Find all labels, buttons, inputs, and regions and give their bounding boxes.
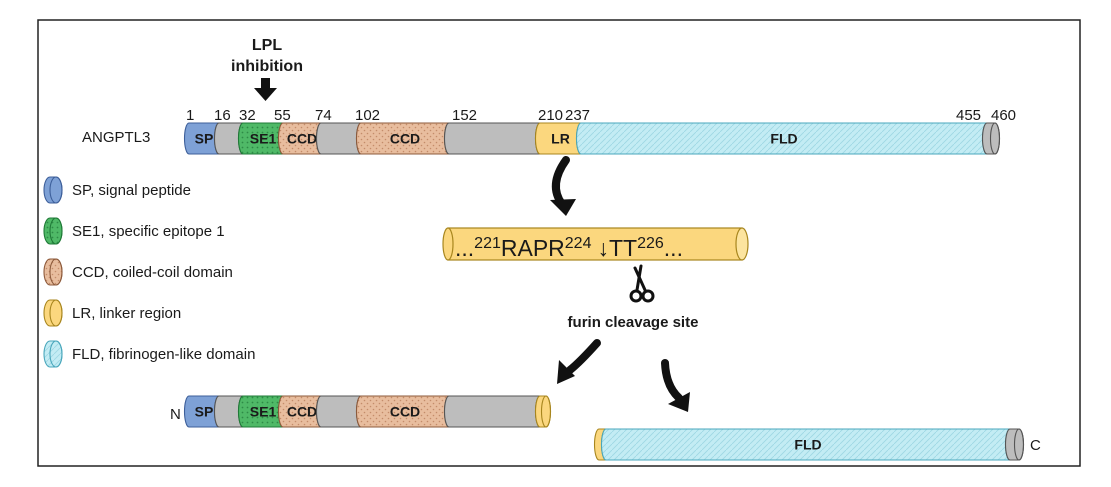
grey-segment xyxy=(443,395,546,428)
position-ticks: 1 16 32 55 74 102 152 210 237 455 460 xyxy=(186,107,1016,124)
fld-segment: FLD xyxy=(575,122,993,155)
curved-arrow-icon xyxy=(550,156,576,216)
n-terminus-label: N xyxy=(170,406,181,423)
position-label: 1 xyxy=(186,107,194,124)
n-terminal-fragment: SP SE1 CCD CCD xyxy=(183,395,552,428)
lr-label: LR xyxy=(551,131,570,147)
lr-segment: LR xyxy=(534,122,587,155)
annotation-line-2: inhibition xyxy=(231,58,303,75)
ccd-label: CCD xyxy=(390,404,420,420)
ccd-label: CCD xyxy=(287,404,317,420)
scissors-icon xyxy=(629,264,655,303)
lr-segment xyxy=(534,395,552,428)
legend-label: LR, linker region xyxy=(72,305,181,322)
sp-cylinder-icon xyxy=(43,176,63,204)
full-length-protein-bar: SP SE1 CCD CCD LR FLD xyxy=(183,122,1001,155)
grey-segment xyxy=(1004,428,1025,461)
se1-label: SE1 xyxy=(250,404,277,420)
annotation-line-1: LPL xyxy=(252,37,282,54)
legend-item-ccd: CCD, coiled-coil domain xyxy=(43,258,233,286)
furin-cleavage-label: furin cleavage site xyxy=(568,314,699,331)
grey-segment xyxy=(443,122,546,155)
fld-label: FLD xyxy=(770,131,797,147)
position-label: 237 xyxy=(565,107,590,124)
c-terminal-fragment: FLD xyxy=(593,428,1025,461)
se1-cylinder-icon xyxy=(43,217,63,245)
sp-label: SP xyxy=(195,131,214,147)
grey-segment xyxy=(981,122,1001,155)
position-label: 55 xyxy=(274,107,291,124)
figure-frame xyxy=(37,19,1081,467)
curved-arrow-icon xyxy=(661,359,690,412)
cleavage-sequence: ...221RAPR224↓TT226... xyxy=(455,235,683,261)
legend-item-sp: SP, signal peptide xyxy=(43,176,191,204)
fld-label: FLD xyxy=(794,437,821,453)
legend-item-fld: FLD, fibrinogen-like domain xyxy=(43,340,255,368)
sp-label: SP xyxy=(195,404,214,420)
ccd-segment: CCD xyxy=(355,395,455,428)
ccd-label: CCD xyxy=(287,131,317,147)
lpl-arrow-icon xyxy=(254,78,277,101)
position-label: 16 xyxy=(214,107,231,124)
lr-cylinder-icon xyxy=(43,299,63,327)
position-label: 460 xyxy=(991,107,1016,124)
c-terminus-label: C xyxy=(1030,437,1041,454)
legend-item-lr: LR, linker region xyxy=(43,299,181,327)
position-label: 32 xyxy=(239,107,256,124)
curved-arrow-icon xyxy=(557,339,601,384)
fld-cylinder-icon xyxy=(43,340,63,368)
position-label: 455 xyxy=(956,107,981,124)
ccd-label: CCD xyxy=(390,131,420,147)
position-label: 210 xyxy=(538,107,563,124)
legend-label: CCD, coiled-coil domain xyxy=(72,264,233,281)
fld-segment: FLD xyxy=(600,428,1016,461)
se1-label: SE1 xyxy=(250,131,277,147)
cleavage-sequence-capsule: ...221RAPR224↓TT226... xyxy=(442,227,749,261)
legend-item-se1: SE1, specific epitope 1 xyxy=(43,217,225,245)
ccd-cylinder-icon xyxy=(43,258,63,286)
position-label: 152 xyxy=(452,107,477,124)
protein-name: ANGPTL3 xyxy=(82,129,150,146)
legend-label: SP, signal peptide xyxy=(72,182,191,199)
ccd-segment: CCD xyxy=(355,122,455,155)
legend-label: SE1, specific epitope 1 xyxy=(72,223,225,240)
position-label: 74 xyxy=(315,107,332,124)
position-label: 102 xyxy=(355,107,380,124)
legend-label: FLD, fibrinogen-like domain xyxy=(72,346,255,363)
